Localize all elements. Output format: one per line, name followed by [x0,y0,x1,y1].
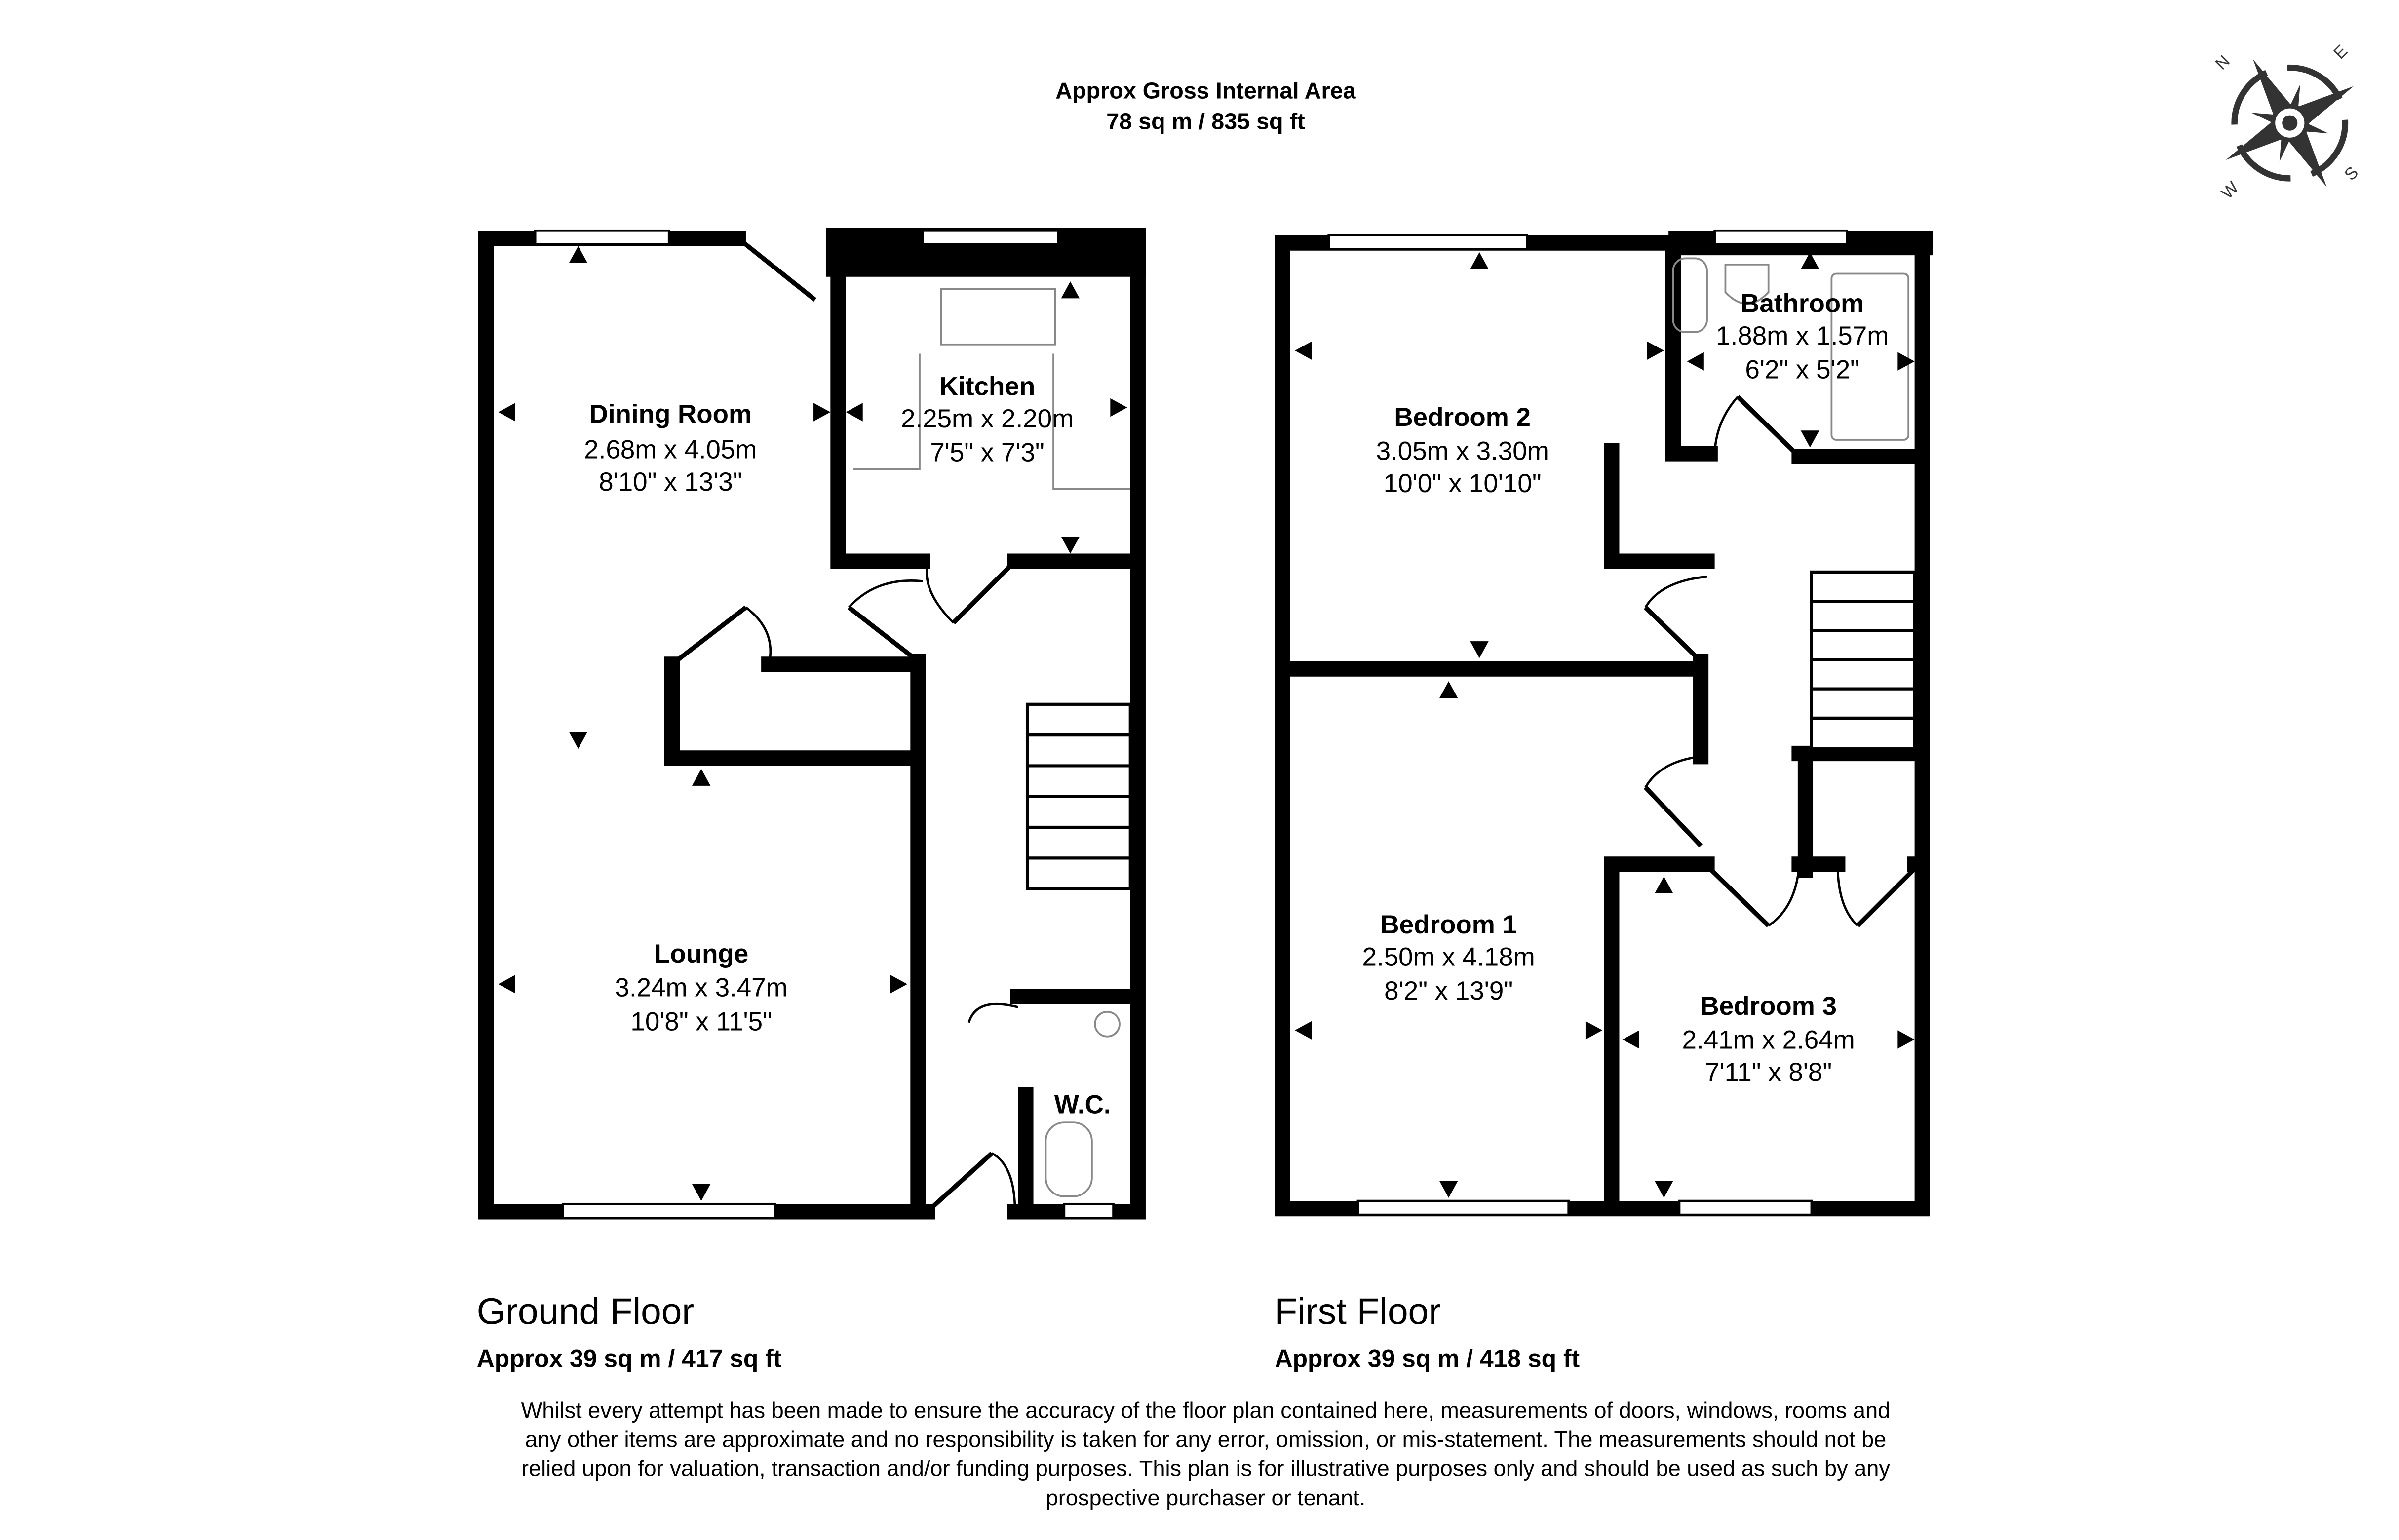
room-metric: 2.68m x 4.05m [584,435,757,464]
room-metric: 3.05m x 3.30m [1376,436,1549,465]
room-imperial: 10'0" x 10'10" [1384,469,1542,498]
room-metric: 2.50m x 4.18m [1362,942,1535,971]
room-imperial: 6'2" x 5'2" [1745,355,1859,384]
room-metric: 2.41m x 2.64m [1682,1026,1855,1055]
sink-icon [940,288,1056,346]
room-metric: 3.24m x 3.47m [615,973,788,1002]
room-metric: 2.25m x 2.20m [901,404,1074,433]
room-name-bedroom-1: Bedroom 1 [1380,910,1517,939]
room-imperial: 7'5" x 7'3" [930,438,1045,467]
disclaimer-line: relied upon for valuation, transaction a… [521,1456,1890,1481]
room-name-kitchen: Kitchen [939,372,1035,401]
stairs [1025,702,1132,890]
room-name-wc: W.C. [1054,1090,1111,1119]
window [561,1202,776,1219]
room-name-bedroom-2: Bedroom 2 [1394,403,1531,432]
compass-s: S [2341,163,2362,184]
window [921,229,1059,246]
window [1678,1199,1813,1216]
room-imperial: 7'11" x 8'8" [1705,1058,1832,1087]
toilet-icon [1672,257,1708,333]
disclaimer-line: prospective purchaser or tenant. [1046,1485,1366,1510]
compass-w: W [2218,178,2243,202]
room-imperial: 8'10" x 13'3" [599,467,742,497]
room-name-bedroom-3: Bedroom 3 [1700,992,1837,1021]
room-imperial: 8'2" x 13'9" [1384,976,1513,1005]
ground-floor-area: Approx 39 sq m / 417 sq ft [477,1345,782,1373]
window [1356,1199,1570,1216]
room-name-dining-room: Dining Room [589,400,752,429]
ground-floor-title: Ground Floor [477,1290,694,1332]
compass-icon: N E S W [2211,41,2362,203]
first-floor-title: First Floor [1275,1290,1441,1332]
first-floor-plan: Bedroom 2 3.05m x 3.30m 10'0" x 10'10" B… [1275,229,1934,1217]
basin-icon [1094,1011,1121,1038]
window [1327,234,1528,251]
toilet-icon [1045,1121,1093,1197]
disclaimer-line: Whilst every attempt has been made to en… [521,1397,1891,1423]
window [534,229,670,246]
room-name-bathroom: Bathroom [1741,289,1864,318]
gross-area-value: 78 sq m / 835 sq ft [1106,109,1305,134]
stairs [1810,570,1916,751]
room-metric: 1.88m x 1.57m [1716,321,1889,350]
compass-e: E [2330,41,2351,63]
compass-n: N [2211,52,2233,74]
window [1063,1202,1115,1219]
gross-area-label: Approx Gross Internal Area [1055,77,1356,103]
bath-icon [1830,272,1910,441]
disclaimer-line: any other items are approximate and no r… [525,1427,1887,1452]
basin-icon [1724,263,1770,305]
ground-floor-plan: Dining Room 2.68m x 4.05m 8'10" x 13'3" … [478,228,1146,1220]
window [1713,229,1848,246]
room-name-lounge: Lounge [654,939,748,968]
first-floor-area: Approx 39 sq m / 418 sq ft [1275,1345,1580,1373]
room-imperial: 10'8" x 11'5" [630,1007,772,1036]
